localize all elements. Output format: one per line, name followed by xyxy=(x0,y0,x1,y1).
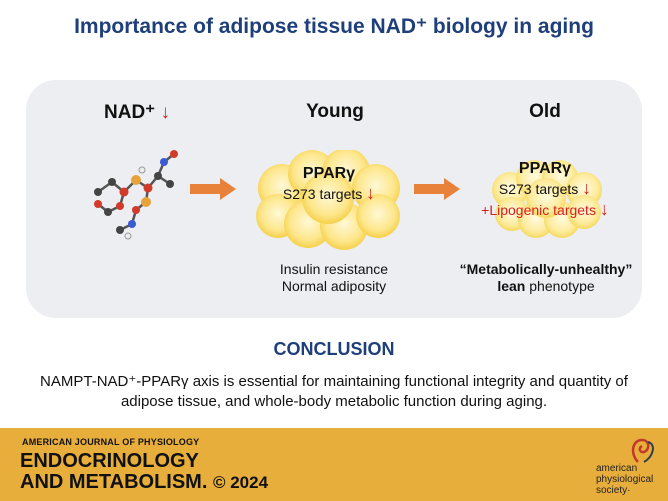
old-label-group: PPARγ S273 targets ↓ +Lipogenic targets … xyxy=(470,160,620,220)
old-caption-line2: lean phenotype xyxy=(446,278,646,295)
publisher-name: american physiological society· xyxy=(596,463,653,496)
nad-label: NAD⁺ xyxy=(104,102,156,123)
old-caption: “Metabolically-unhealthy” lean phenotype xyxy=(446,261,646,295)
journal-footer-bar xyxy=(0,428,668,501)
publisher-line2: physiological xyxy=(596,474,654,485)
journal-name-line2-group: AND METABOLISM. © 2024 xyxy=(20,472,268,493)
young-caption: Insulin resistance Normal adiposity xyxy=(254,261,414,295)
copyright-year: © 2024 xyxy=(212,473,269,492)
journal-name: ENDOCRINOLOGY AND METABOLISM. © 2024 xyxy=(20,451,268,493)
old-s273-label: S273 targets xyxy=(498,181,579,197)
nad-molecule-image xyxy=(94,150,178,240)
old-caption-lean: lean xyxy=(497,278,526,294)
old-protein-label: PPARγ xyxy=(518,160,572,177)
conclusion-text: NAMPT-NAD⁺-PPARγ axis is essential for m… xyxy=(40,373,628,410)
old-caption-phenotype: phenotype xyxy=(525,278,595,294)
young-header: Young xyxy=(306,101,364,122)
nad-down-arrow: ↓ xyxy=(160,102,170,123)
arrow-right-icon xyxy=(190,178,236,200)
young-caption-line2: Normal adiposity xyxy=(281,278,387,294)
publisher-line1: american xyxy=(596,463,638,474)
old-caption-line1: “Metabolically-unhealthy” xyxy=(459,261,633,277)
old-lipogenic-label: +Lipogenic targets xyxy=(481,202,596,218)
old-target-line: S273 targets ↓ xyxy=(470,178,620,199)
old-lipogenic-down-arrow: ↓ xyxy=(599,199,609,219)
young-adipocyte-cluster-image xyxy=(256,150,400,250)
nad-header: NAD⁺ ↓ xyxy=(104,101,170,124)
old-adipocyte-cluster-image xyxy=(492,160,602,238)
young-target-line: S273 targets ↓ xyxy=(254,183,404,204)
journal-small-title: AMERICAN JOURNAL OF PHYSIOLOGY xyxy=(22,437,200,447)
old-s273-down-arrow: ↓ xyxy=(582,178,592,198)
journal-name-line1: ENDOCRINOLOGY xyxy=(20,450,199,472)
arrow-right-icon xyxy=(414,178,460,200)
aps-logo-icon xyxy=(631,438,654,463)
journal-name-line2: AND METABOLISM. xyxy=(20,471,208,493)
young-protein-label: PPARγ xyxy=(302,165,356,182)
young-down-arrow: ↓ xyxy=(366,183,376,203)
young-s273-label: S273 targets xyxy=(282,186,363,202)
conclusion-heading: CONCLUSION xyxy=(273,339,395,359)
old-lipogenic-line: +Lipogenic targets ↓ xyxy=(470,199,620,220)
figure-title: Importance of adipose tissue NAD⁺ biolog… xyxy=(74,15,594,38)
young-label-group: PPARγ S273 targets ↓ xyxy=(254,165,404,204)
publisher-line3: society· xyxy=(596,485,631,496)
old-header: Old xyxy=(529,101,561,122)
young-caption-line1: Insulin resistance xyxy=(279,261,389,277)
